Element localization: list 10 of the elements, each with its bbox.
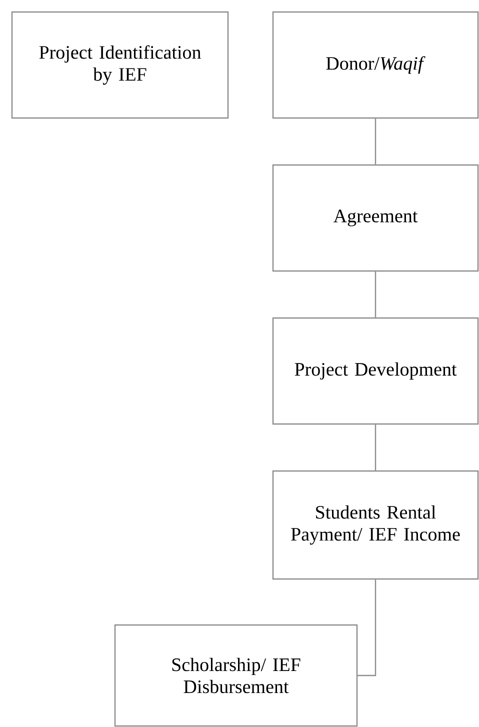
connector-line (358, 580, 376, 676)
connector-line (374, 118, 376, 164)
process-box: Students Rental Payment/ IEF Income (272, 470, 479, 580)
process-box: Donor/Waqif (272, 11, 479, 119)
process-box: Scholarship/ IEF Disbursement (114, 624, 358, 727)
connector-line (374, 272, 376, 318)
process-box: Project Development (272, 317, 479, 425)
connector-line (374, 424, 376, 470)
process-box: Agreement (272, 164, 479, 272)
process-box: Project Identification by IEF (11, 11, 229, 119)
